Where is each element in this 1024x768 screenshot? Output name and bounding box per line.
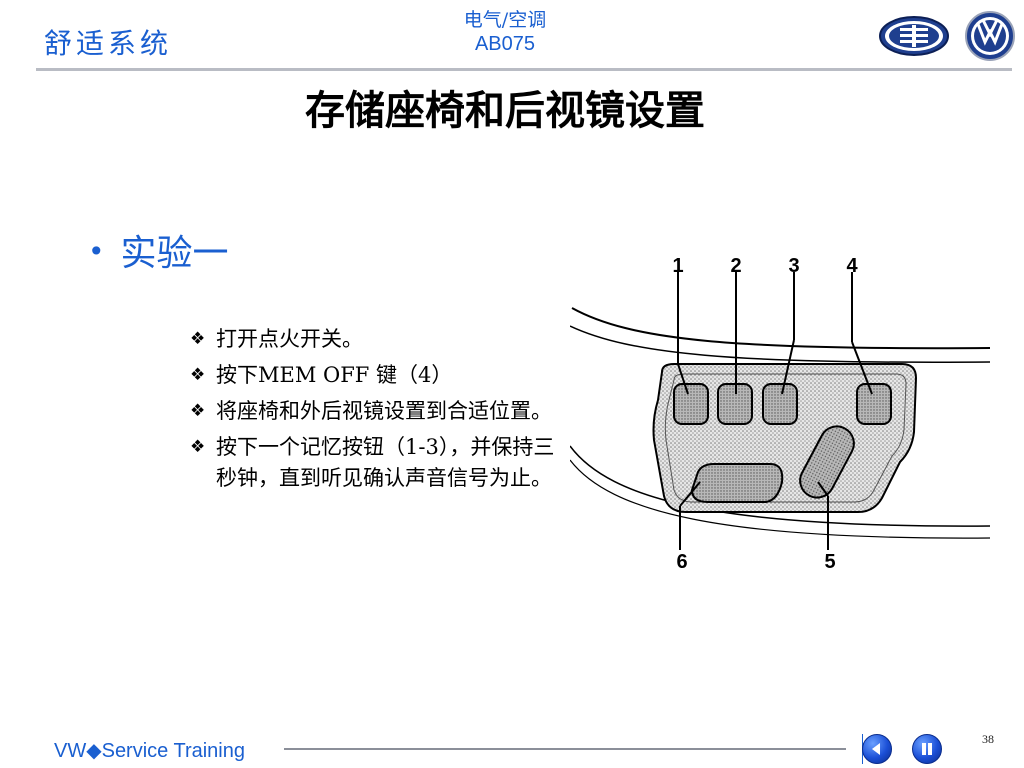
step-text: 将座椅和外后视镜设置到合适位置。 xyxy=(216,399,552,423)
page-number: 38 xyxy=(982,732,994,746)
step-text: 按下一个记忆按钮（1-3），并保持三秒钟，直到听见确认声音信号为止。 xyxy=(216,435,555,490)
diamond-icon: ❖ xyxy=(190,437,206,457)
list-item: ❖ 打开点火开关。 xyxy=(190,324,566,355)
callout-label-2: 2 xyxy=(730,255,741,277)
page-title: 存储座椅和后视镜设置 xyxy=(305,88,705,134)
list-item: ❖ 按下一个记忆按钮（1-3），并保持三秒钟，直到听见确认声音信号为止。 xyxy=(190,432,566,494)
header-category-block: 电气/空调 AB075 xyxy=(420,8,590,56)
footer-divider xyxy=(284,748,846,750)
section-title: 舒适系统 xyxy=(44,27,173,60)
main-bullet: • 实验一 xyxy=(88,224,229,276)
list-item: ❖ 将座椅和外后视镜设置到合适位置。 xyxy=(190,396,566,427)
pause-icon xyxy=(922,743,932,755)
callout-label-4: 4 xyxy=(846,255,858,277)
pause-button[interactable] xyxy=(912,734,942,764)
callout-label-5: 5 xyxy=(824,551,835,573)
steps-list: ❖ 打开点火开关。 ❖ 按下MEM OFF 键（4） ❖ 将座椅和外后视镜设置到… xyxy=(190,324,566,499)
faw-logo-icon xyxy=(879,16,949,56)
callout-label-3: 3 xyxy=(788,255,799,277)
header-divider xyxy=(36,68,1012,71)
header-code: AB075 xyxy=(474,33,536,55)
memory-switch-diagram: 1 2 3 4 5 6 xyxy=(570,255,991,573)
footer-brand: VW◆Service Training xyxy=(54,740,245,762)
bullet-dot: • xyxy=(88,235,105,268)
step-text: 按下MEM OFF 键（4） xyxy=(216,363,453,387)
step-text: 打开点火开关。 xyxy=(216,327,363,351)
previous-icon xyxy=(872,743,880,755)
callout-label-6: 6 xyxy=(676,551,687,573)
previous-button[interactable] xyxy=(862,734,892,764)
diamond-icon: ❖ xyxy=(190,365,206,385)
diamond-icon: ❖ xyxy=(190,329,206,349)
main-bullet-label: 实验一 xyxy=(120,233,229,274)
vw-logo-icon xyxy=(965,11,1015,61)
callout-label-1: 1 xyxy=(672,255,683,277)
diamond-icon: ❖ xyxy=(190,401,206,421)
list-item: ❖ 按下MEM OFF 键（4） xyxy=(190,360,566,391)
header-category: 电气/空调 xyxy=(463,9,547,31)
